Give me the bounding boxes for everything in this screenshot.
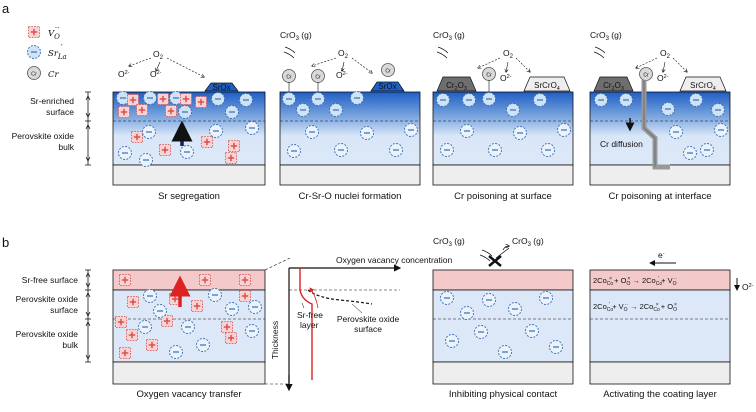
graph-layer: layer: [300, 320, 319, 330]
svg-text:O2-: O2-: [500, 73, 512, 83]
side-label-b-perovskite: Perovskite oxide: [16, 294, 79, 304]
svg-text:SrCrO4: SrCrO4: [690, 81, 716, 92]
subpanel-inhibiting-contact: CrO3 (g) CrO3 (g) Inhibiting physical co…: [432, 236, 574, 400]
svg-text:O2-: O2-: [742, 282, 754, 292]
svg-text:Cr: Cr: [643, 73, 649, 79]
svg-text:SrOx: SrOx: [378, 82, 396, 91]
svg-text:O2: O2: [338, 48, 349, 60]
svg-text:O2: O2: [660, 48, 671, 60]
sr-dopant-icon: [27, 45, 41, 59]
caption-cr-poisoning-interface: Cr poisoning at interface: [609, 191, 712, 202]
side-label-b-bulk: bulk: [62, 340, 78, 350]
equation-1: 2CoCo× + OO× → 2CoCo′ + VO··: [593, 276, 677, 287]
svg-text:O2-: O2-: [657, 73, 669, 83]
svg-text:Cr: Cr: [286, 75, 292, 81]
subpanel-oxygen-vacancy-transfer: Oxygen vacancy transfer: [112, 257, 291, 400]
svg-text:Cr2O3: Cr2O3: [446, 81, 467, 92]
oxygen-vacancy-graph: Oxygen vacancy concentration Thickness S…: [270, 255, 453, 392]
svg-text:CrO3 (g): CrO3 (g): [433, 236, 465, 248]
svg-text:Cr: Cr: [486, 73, 492, 79]
equation-2: 2CoCo′ + VO·· → 2CoCo× + OO×: [593, 302, 677, 313]
side-label-perovskite: Perovskite oxide: [12, 131, 75, 141]
side-label-b-perovskite-bulk: Perovskite oxide: [16, 329, 79, 339]
svg-text:Cr: Cr: [385, 69, 391, 75]
caption-cr-sr-o-nuclei: Cr-Sr-O nuclei formation: [299, 191, 402, 202]
srox-cap: [204, 82, 239, 92]
svg-text:CrO3 (g): CrO3 (g): [590, 30, 622, 42]
graph-perovskite: Perovskite oxide: [337, 314, 400, 324]
panel-a-letter: a: [2, 1, 10, 16]
side-label-surface: surface: [46, 107, 74, 117]
graph-sr-free: Sr-free: [297, 310, 323, 320]
side-label-b-surface: surface: [50, 305, 78, 315]
graph-y-label: Thickness: [270, 321, 280, 359]
svg-text:CrO3 (g): CrO3 (g): [280, 30, 312, 42]
legend-sr-label: SrLa′: [48, 43, 67, 61]
cr-diffusion-label: Cr diffusion: [600, 139, 643, 149]
svg-text:Cr: Cr: [315, 75, 321, 81]
cr-icon-text: Cr: [31, 72, 37, 78]
side-label-sr-free: Sr-free surface: [22, 275, 78, 285]
curve-red: [299, 268, 313, 380]
subpanel-cr-poisoning-interface: Cr2O3 SrCrO4 CrO3 (g) O2 O2- Cr Cr diffu…: [589, 30, 731, 202]
curve-dashed: [307, 289, 373, 305]
graph-x-label: Oxygen vacancy concentration: [336, 255, 453, 265]
svg-text:CrO3 (g): CrO3 (g): [512, 236, 544, 248]
svg-text:e-: e-: [658, 250, 665, 260]
caption-activating-coating: Activating the coating layer: [603, 389, 717, 400]
caption-inhibiting-contact: Inhibiting physical contact: [449, 389, 558, 400]
subpanel-cr-poisoning-surface: Cr2O3 SrCrO4 CrO3 (g) O2 O2- Cr Cr poiso…: [432, 30, 574, 202]
svg-text:SrCrO4: SrCrO4: [534, 81, 560, 92]
caption-cr-poisoning-surface: Cr poisoning at surface: [454, 191, 552, 202]
o2-label: O2: [153, 49, 164, 61]
subpanel-sr-segregation: SrOx O2 O2- O2- Sr segregation: [112, 49, 266, 202]
side-label-sr-enriched: Sr-enriched: [30, 96, 74, 106]
caption-oxygen-vacancy-transfer: Oxygen vacancy transfer: [136, 389, 241, 400]
svg-text:O2-: O2-: [150, 69, 162, 79]
srox-label: SrOx: [212, 83, 230, 92]
svg-text:O2-: O2-: [118, 69, 130, 79]
subpanel-activating-coating: e- O2- 2CoCo× + OO× → 2CoCo′ + VO·· 2CoC…: [589, 250, 754, 400]
legend: VO·· SrLa′ Cr Cr: [27, 24, 67, 80]
legend-cr-label: Cr: [48, 70, 60, 80]
svg-text:CrO3 (g): CrO3 (g): [433, 30, 465, 42]
legend-vo-label: VO··: [48, 24, 60, 41]
panel-b-letter: b: [2, 235, 9, 250]
svg-text:Cr2O3: Cr2O3: [603, 81, 624, 92]
subpanel-cr-sr-o-nuclei: SrOx CrO3 (g) O2 O2- Cr Cr Cr Cr-Sr-O nu…: [279, 30, 421, 202]
svg-text:O2: O2: [503, 48, 514, 60]
graph-surface: surface: [354, 324, 382, 334]
side-label-bulk: bulk: [58, 142, 74, 152]
panel-b-side-labels: Sr-free surface Perovskite oxide surface…: [16, 269, 91, 363]
panel-a-side-labels: Sr-enriched surface Perovskite oxide bul…: [12, 91, 91, 166]
svg-text:O2-: O2-: [336, 70, 348, 80]
blocked-x-icon: [488, 255, 502, 267]
caption-sr-segregation: Sr segregation: [158, 191, 220, 202]
oxygen-vacancy-icon: [28, 26, 40, 38]
